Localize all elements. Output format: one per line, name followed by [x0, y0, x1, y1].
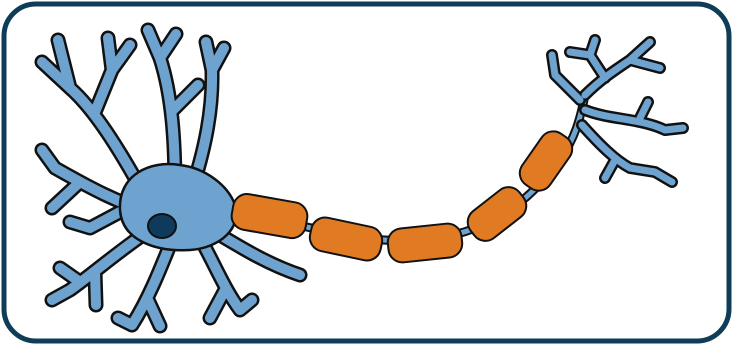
nucleus — [148, 214, 176, 238]
myelin-segment — [386, 222, 463, 264]
